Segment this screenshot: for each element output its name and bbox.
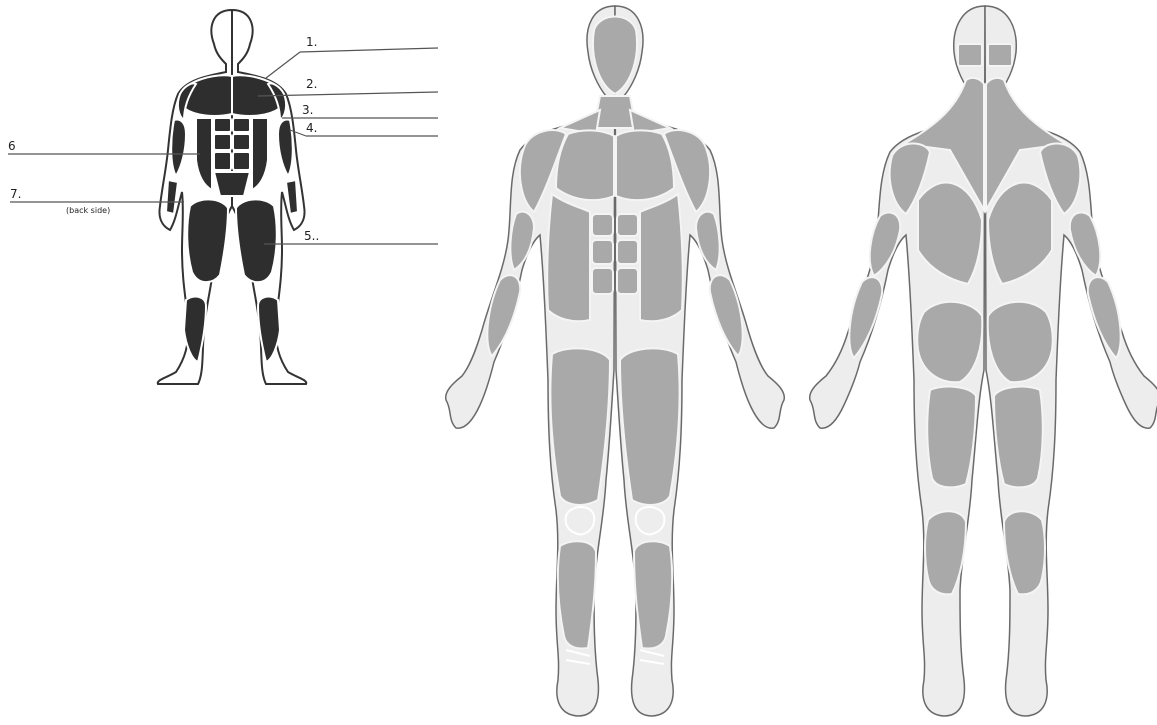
labeled-figure: 1. 2. 3. 4. 5.. 6 7. (back side) xyxy=(8,10,438,384)
abdominal-muscle xyxy=(214,172,250,196)
hamstring-muscle xyxy=(994,387,1043,488)
shin-muscle xyxy=(634,541,672,648)
tricep-muscle xyxy=(870,212,900,276)
abdominal-muscle xyxy=(592,214,613,236)
label-2: 2. xyxy=(306,77,317,91)
label-5: 5.. xyxy=(304,229,319,243)
label-6: 6 xyxy=(8,139,16,153)
abdominal-muscle xyxy=(617,240,638,264)
forearm-muscle xyxy=(487,275,520,356)
abdominal-muscle xyxy=(214,118,231,132)
bicep-muscle xyxy=(510,212,534,270)
label-3: 3. xyxy=(302,103,313,117)
head-muscle xyxy=(958,44,982,66)
bicep-muscle xyxy=(696,212,720,270)
back-side-note: (back side) xyxy=(66,206,110,215)
label-4: 4. xyxy=(306,121,317,135)
shin-muscle xyxy=(558,541,596,648)
quadricep-muscle xyxy=(236,199,277,282)
quadricep-muscle xyxy=(620,348,680,505)
abdominal-muscle xyxy=(233,134,250,150)
pectoral-muscle xyxy=(616,130,674,200)
quadricep-muscle xyxy=(187,199,228,282)
abdominal-muscle xyxy=(592,268,613,294)
forearm-muscle xyxy=(710,275,743,356)
front-muscle-figure xyxy=(446,6,785,716)
hamstring-muscle xyxy=(927,387,976,488)
abdominal-muscle xyxy=(592,240,613,264)
quadricep-muscle xyxy=(550,348,610,505)
oblique-muscle xyxy=(640,194,683,321)
tricep-muscle xyxy=(1070,212,1100,276)
abdominal-muscle xyxy=(214,152,231,170)
pectoral-muscle xyxy=(556,130,614,200)
back-muscle-figure xyxy=(810,6,1157,716)
back-muscles xyxy=(849,44,1120,594)
abdominal-muscle xyxy=(233,152,250,170)
gluteus-muscle xyxy=(988,302,1053,382)
head-muscle xyxy=(988,44,1012,66)
abdominal-muscle xyxy=(233,118,250,132)
abdominal-muscle xyxy=(214,134,231,150)
gluteus-muscle xyxy=(917,302,982,382)
abdominal-muscle xyxy=(617,214,638,236)
label-1: 1. xyxy=(306,35,317,49)
oblique-muscle xyxy=(547,194,590,321)
abdominal-muscle xyxy=(617,268,638,294)
label-7: 7. xyxy=(10,187,21,201)
front-muscles xyxy=(487,17,742,649)
